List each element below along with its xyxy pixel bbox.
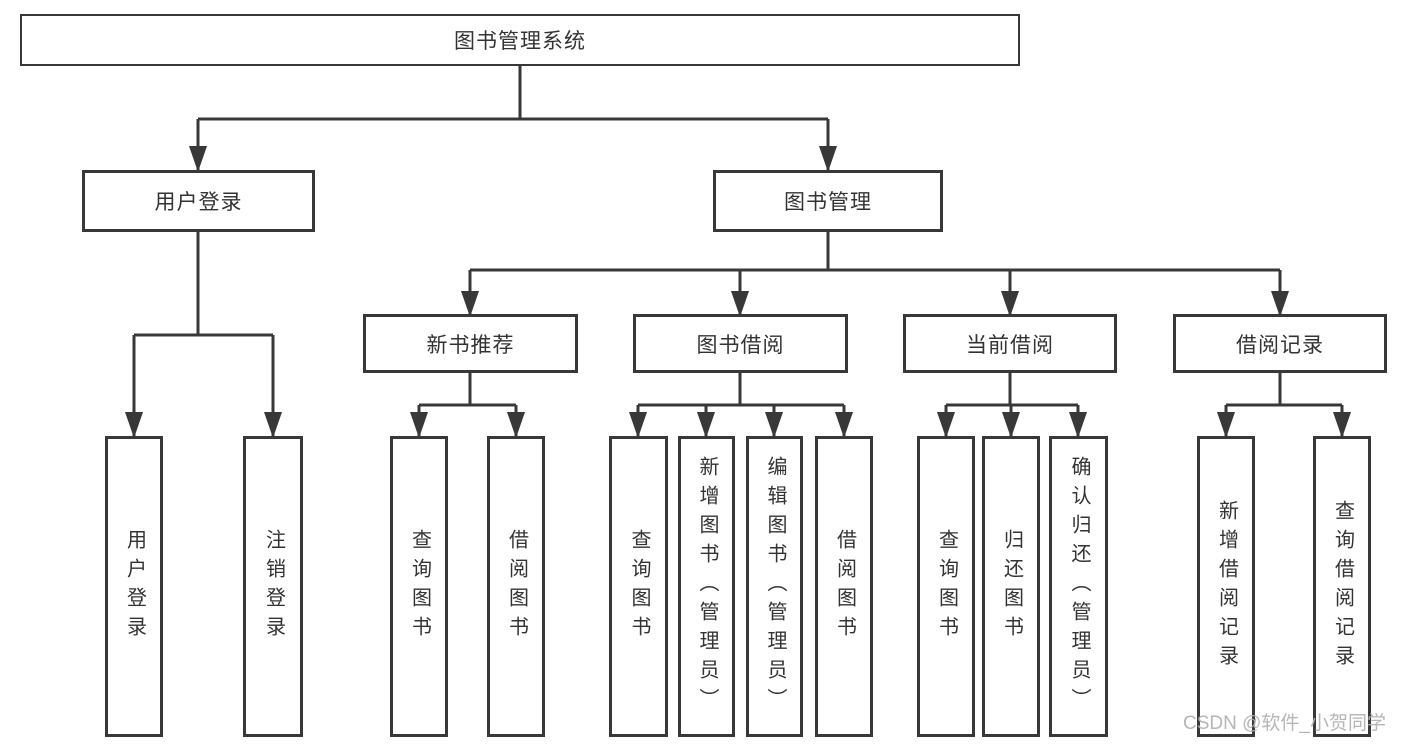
leaf-record-query: 查询借阅记录	[1313, 436, 1371, 737]
watermark-text: CSDN @软件_小贺同学	[1183, 713, 1386, 734]
node-user-login-label: 用户登录	[154, 191, 243, 214]
leaf-new-book-borrow: 借阅图书	[487, 436, 545, 737]
node-new-book: 新书推荐	[363, 314, 578, 373]
edge-new-book-bus	[419, 373, 516, 407]
node-borrow-records: 借阅记录	[1173, 314, 1387, 373]
node-root: 图书管理系统	[20, 14, 1020, 66]
leaf-borrow-book: 借阅图书	[815, 436, 873, 737]
connectors-group	[125, 66, 1351, 438]
edge-book-borrow-bus	[638, 373, 844, 407]
node-borrow-records-label: 借阅记录	[1236, 333, 1324, 357]
leaf-current-query-label: 查询图书	[935, 528, 958, 645]
leaf-borrow-edit-label: 编辑图书（管理员）	[764, 456, 786, 717]
leaf-new-book-query: 查询图书	[390, 436, 448, 737]
leaf-borrow-query: 查询图书	[609, 436, 668, 737]
leaf-new-book-query-label: 查询图书	[408, 528, 431, 645]
leaf-current-confirm-label: 确认归还（管理员）	[1068, 456, 1090, 717]
leaf-current-return: 归还图书	[982, 436, 1040, 737]
node-book-mgmt-label: 图书管理	[784, 191, 872, 214]
leaf-borrow-book-label: 借阅图书	[833, 528, 856, 645]
node-user-login: 用户登录	[82, 170, 315, 232]
leaf-user-login-label: 用户登录	[123, 528, 146, 645]
node-book-borrow: 图书借阅	[633, 314, 848, 373]
leaf-record-add-label: 新增借阅记录	[1215, 499, 1238, 674]
leaf-new-book-borrow-label: 借阅图书	[505, 528, 528, 645]
leaf-borrow-query-label: 查询图书	[628, 528, 650, 645]
edge-current-borrow-bus	[946, 373, 1078, 407]
leaf-user-login: 用户登录	[105, 436, 163, 737]
node-book-mgmt: 图书管理	[713, 170, 943, 232]
node-book-borrow-label: 图书借阅	[696, 333, 785, 357]
leaf-current-confirm: 确认归还（管理员）	[1049, 436, 1108, 737]
edge-borrow-records-bus	[1226, 373, 1342, 407]
node-new-book-label: 新书推荐	[426, 333, 515, 357]
leaf-record-query-label: 查询借阅记录	[1331, 499, 1354, 674]
leaf-borrow-add: 新增图书（管理员）	[678, 436, 735, 737]
node-current-borrow: 当前借阅	[903, 314, 1117, 373]
leaf-borrow-add-label: 新增图书（管理员）	[696, 456, 718, 717]
leaf-record-add: 新增借阅记录	[1197, 436, 1255, 737]
node-root-label: 图书管理系统	[454, 30, 586, 53]
leaf-current-query: 查询图书	[917, 436, 975, 737]
edge-book-mgmt-bus	[470, 232, 1280, 272]
leaf-logout-label: 注销登录	[262, 528, 285, 645]
leaf-current-return-label: 归还图书	[1000, 528, 1023, 645]
node-current-borrow-label: 当前借阅	[966, 333, 1054, 357]
leaf-logout: 注销登录	[243, 436, 303, 737]
edge-root-bus	[198, 66, 828, 121]
edge-user-login-bus	[134, 232, 273, 337]
leaf-borrow-edit: 编辑图书（管理员）	[746, 436, 803, 737]
